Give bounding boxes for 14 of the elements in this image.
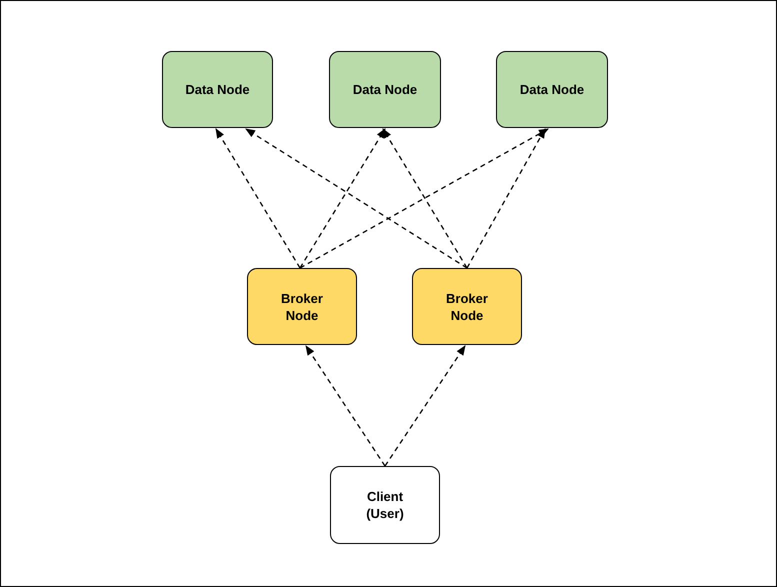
dashed-arrow [384,345,466,466]
broker-node-box: Broker Node [412,268,522,345]
dashed-arrow [305,345,386,466]
dashed-arrow [466,128,546,268]
dashed-arrow [300,128,549,269]
dashed-arrow [215,128,301,268]
data-node-box: Data Node [329,51,441,128]
dashed-arrow [245,128,468,269]
data-node-box: Data Node [162,51,273,128]
dashed-arrow [299,128,386,268]
client-box: Client (User) [330,466,440,544]
dashed-arrow [382,128,468,268]
broker-node-box: Broker Node [247,268,357,345]
data-node-box: Data Node [496,51,608,128]
